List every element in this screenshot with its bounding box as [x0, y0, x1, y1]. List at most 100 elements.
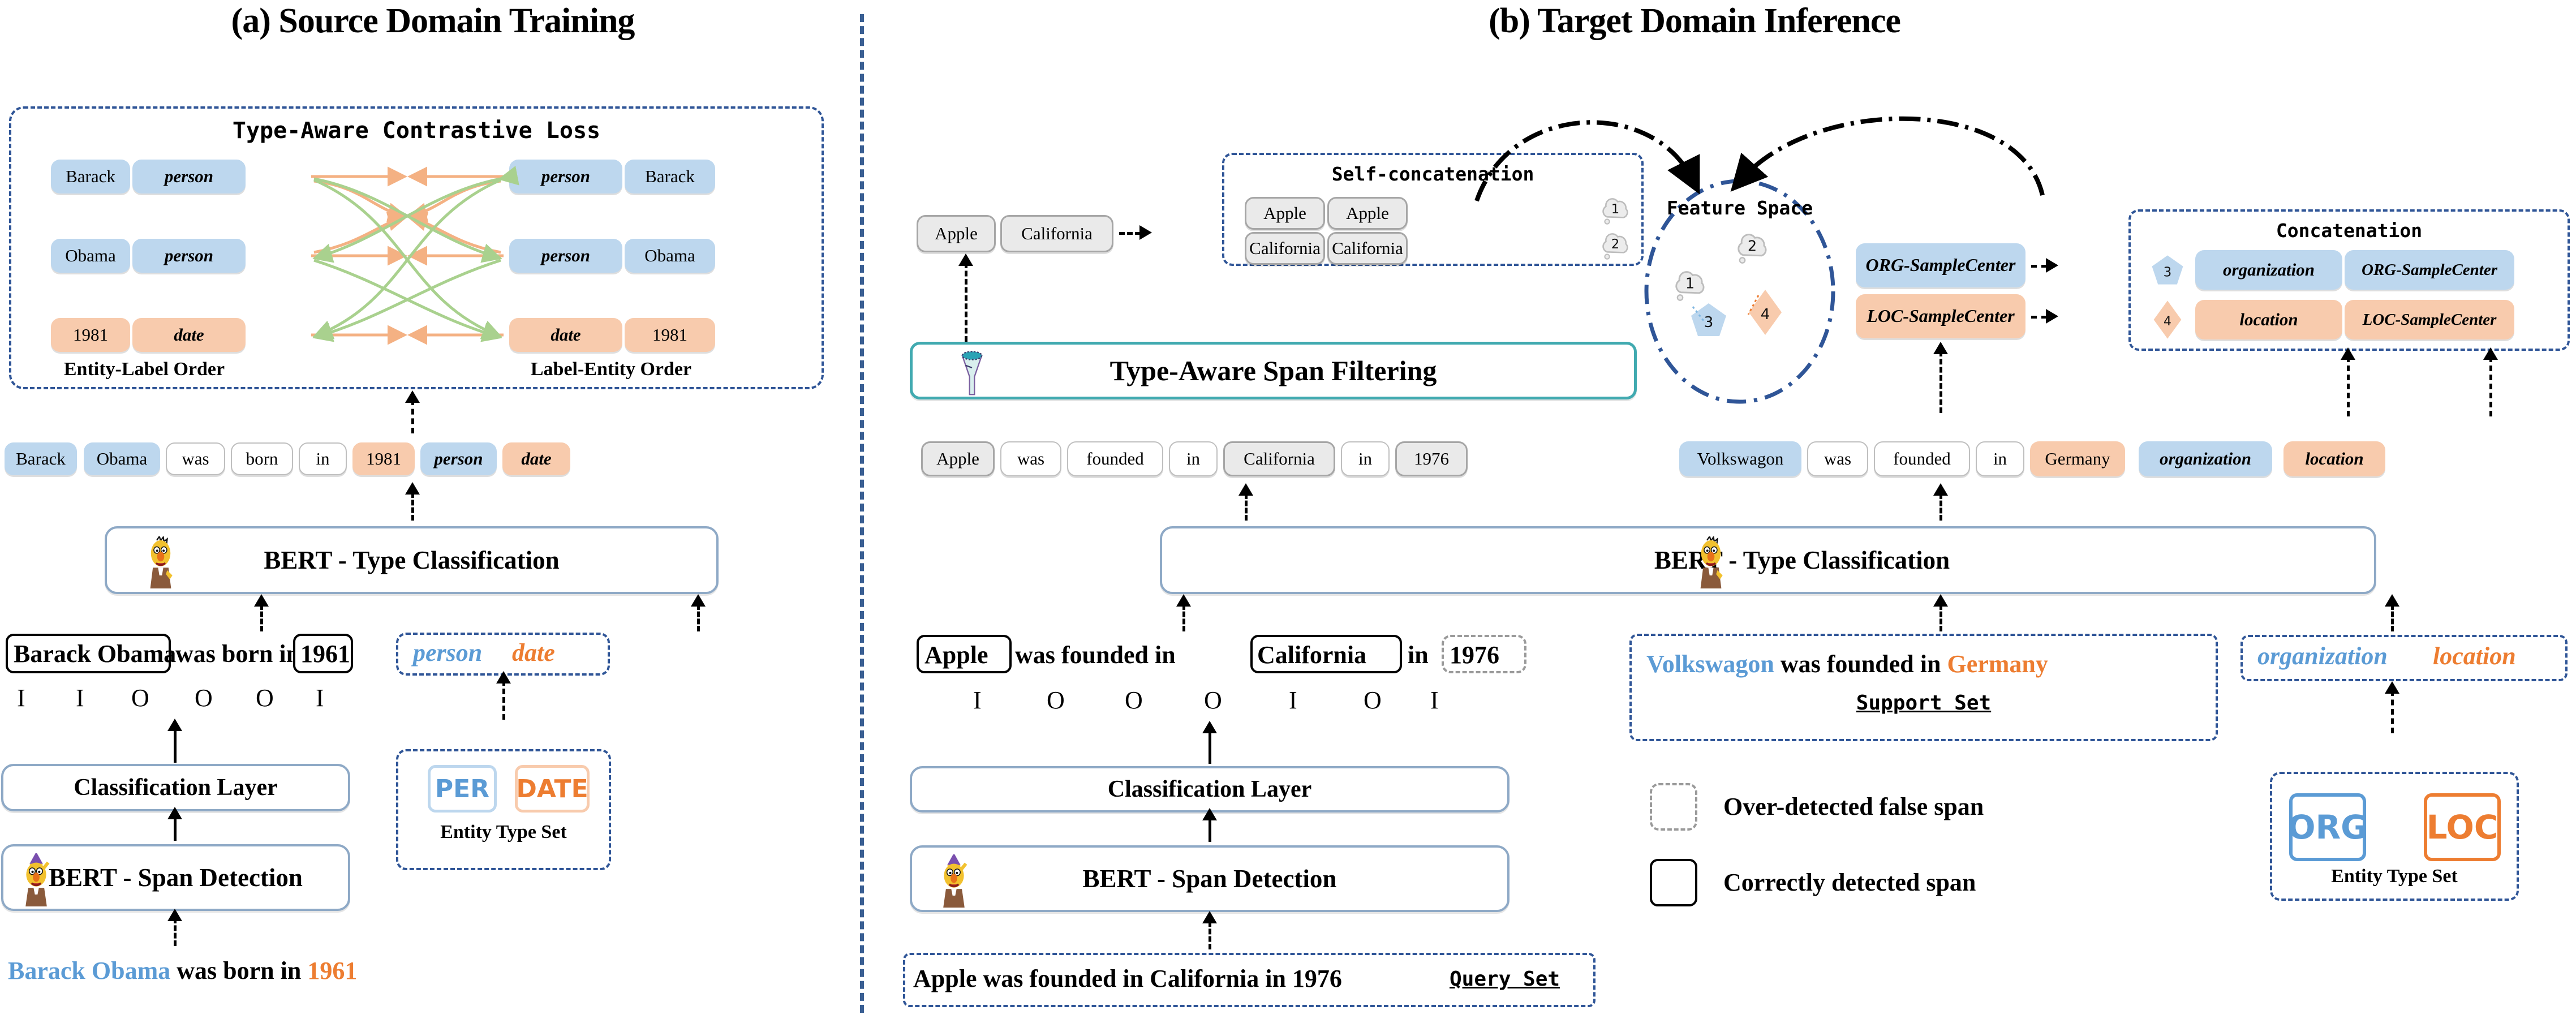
arrow-spans-to-selfconcat — [1119, 232, 1141, 235]
bio-tag: I — [973, 686, 982, 714]
svg-text:1: 1 — [1685, 276, 1695, 293]
arrowhead-up — [405, 482, 420, 495]
arrowhead-up — [1202, 808, 1217, 820]
detected-span-1-target: Apple — [924, 641, 988, 669]
detected-span-1: Barack Obama — [14, 640, 177, 668]
concat-shape-diamond-4: 4 — [2153, 300, 2182, 339]
arrow-span-detection-to-classification — [174, 816, 177, 841]
detected-span-2: 1961 — [300, 640, 350, 668]
classification-layer-box-target[interactable]: Classification Layer — [910, 766, 1510, 813]
label-pill: person — [132, 239, 246, 273]
panel-divider — [860, 14, 864, 1013]
bert-type-classification-box-target[interactable]: BERT - Type Classification — [1160, 526, 2376, 594]
label-pill: person — [509, 160, 622, 194]
entity-pill: Barack — [51, 160, 130, 194]
arrowhead-right — [2046, 309, 2058, 324]
type-aware-span-filtering-box[interactable]: Type-Aware Span Filtering — [910, 342, 1637, 399]
bio-tag: O — [1047, 686, 1065, 714]
type-aware-span-filtering-label: Type-Aware Span Filtering — [1109, 355, 1437, 386]
arrow-typelabels-to-bert-type — [2391, 604, 2394, 631]
token-pill: Obama — [84, 442, 160, 475]
token-pill: Volkswagon — [1679, 441, 1801, 476]
bert-mascot-icon — [1688, 535, 1734, 588]
input-date: 1961 — [307, 957, 358, 985]
selfconcat-row-1: California California — [1245, 232, 1408, 265]
classification-layer-box-source[interactable]: Classification Layer — [1, 764, 350, 811]
arrow-organization-to-concat — [2347, 356, 2350, 416]
bert-span-detection-box-source[interactable]: BERT - Span Detection — [1, 844, 350, 911]
arrow-classification-to-bio-target — [1209, 731, 1211, 764]
label-organization: organization — [2257, 642, 2388, 670]
concatenation-title: Concatenation — [2276, 220, 2423, 242]
selfconcat-left: Apple — [1245, 197, 1325, 230]
bio-tag: I — [17, 684, 25, 712]
contrastive-arrow-network — [311, 166, 519, 345]
selfconcat-row-0: Apple Apple — [1245, 197, 1408, 230]
label-entity-row-2: date 1981 — [509, 318, 715, 352]
token-pill: 1981 — [352, 442, 415, 475]
detected-sentence-mid: was born in — [175, 640, 300, 668]
feature-point-cloud-2: 2 — [1732, 229, 1772, 268]
query-set-caption: Query Set — [1450, 968, 1560, 991]
arrow-support-set-to-bert-type — [1939, 604, 1942, 631]
query-set-sentence: Apple was founded in California in 1976 — [913, 965, 1342, 992]
filtered-span-pill: Apple — [917, 215, 996, 252]
bio-tag: O — [195, 684, 213, 712]
arrow-sentence-to-bert-type — [260, 604, 263, 631]
correct-span-box — [293, 634, 353, 673]
support-set-sentence: Volkswagon was founded in Germany — [1646, 650, 2048, 678]
label-person: person — [413, 639, 483, 667]
type-chip-date[interactable]: DATE — [515, 765, 590, 813]
arrowhead-up — [254, 594, 269, 607]
detected-sentence-mid1: was founded in — [1015, 641, 1176, 669]
label-pill: date — [132, 318, 246, 352]
arrow-query-to-span-detection — [1209, 921, 1211, 949]
bert-party-mascot-icon — [934, 853, 974, 908]
arrowhead-right — [1139, 225, 1152, 240]
classification-layer-label: Classification Layer — [74, 775, 278, 801]
filtered-span-pill: California — [1000, 215, 1113, 252]
arrow-bert-type-to-tokens-target — [1245, 493, 1248, 521]
arrow-detected-sentence-to-bert-type — [1182, 604, 1185, 631]
entity-type-set-caption-target: Entity Type Set — [2331, 866, 2458, 887]
entity-pill: Obama — [625, 239, 715, 273]
type-chip-loc[interactable]: LOC — [2424, 793, 2501, 861]
concat-center: LOC-SampleCenter — [2345, 300, 2514, 339]
label-date: date — [512, 639, 555, 667]
token-pill: founded — [1067, 441, 1163, 476]
token-pill: Apple — [921, 441, 995, 476]
arrowhead-up — [691, 594, 706, 607]
arrow-support-to-sample-centers — [1939, 351, 1942, 413]
bert-span-detection-box-target[interactable]: BERT - Span Detection — [910, 845, 1510, 912]
legend-label-false-span: Over-detected false span — [1723, 793, 1984, 820]
feature-point-cloud-1: 1 — [1670, 266, 1710, 306]
type-chip-per[interactable]: PER — [428, 765, 497, 813]
selfconcat-right: Apple — [1327, 197, 1408, 230]
entity-label-row-2: 1981 date — [51, 318, 246, 352]
input-mid: was born in — [177, 957, 302, 985]
funnel-icon — [952, 349, 992, 398]
correct-span-box — [1250, 635, 1402, 673]
classification-layer-label-target: Classification Layer — [1107, 776, 1312, 802]
support-set-caption: Support Set — [1856, 691, 1992, 715]
arrowhead-up — [1933, 594, 1948, 607]
arrowhead-up — [1202, 911, 1217, 923]
type-chip-org[interactable]: ORG — [2287, 793, 2368, 861]
svg-text:2: 2 — [1611, 237, 1619, 252]
token-pill: was — [1000, 441, 1061, 476]
false-span-box — [1442, 635, 1526, 673]
token-pill: Barack — [5, 442, 77, 475]
bert-type-classification-box-source[interactable]: BERT - Type Classification — [105, 526, 719, 594]
bio-tag: O — [1125, 686, 1143, 714]
bert-party-mascot-icon — [16, 852, 57, 906]
arrow-input-to-span-detection — [174, 918, 177, 946]
input-entity: Barack Obama — [8, 957, 171, 985]
entity-type-set-box-source — [396, 749, 611, 870]
token-pill: was — [1807, 441, 1868, 476]
org-sample-center-pill: ORG-SampleCenter — [1856, 243, 2025, 287]
contrastive-loss-box — [9, 106, 824, 389]
arrowhead-up — [167, 719, 182, 731]
bio-tag: I — [1430, 686, 1439, 714]
svg-text:4: 4 — [1761, 306, 1770, 323]
entity-pill: Barack — [625, 160, 715, 194]
